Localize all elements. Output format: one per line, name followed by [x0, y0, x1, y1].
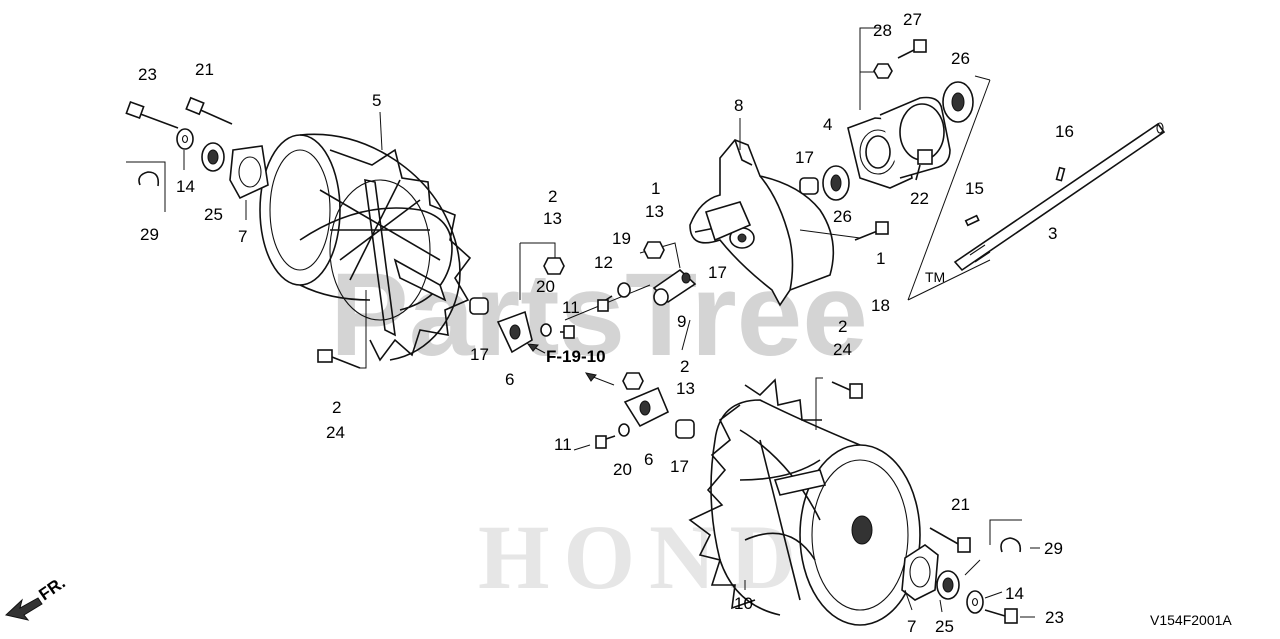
auger-housing-section [689, 118, 889, 307]
callout-28: 28 [873, 21, 892, 40]
callout-19: 19 [612, 229, 631, 248]
callout-25-left: 25 [204, 205, 223, 224]
callout-2-center: 2 [548, 187, 557, 206]
callout-13-upper: 13 [645, 202, 664, 221]
diagram-code: V154F2001A [1150, 612, 1232, 628]
callout-13-lower: 13 [676, 379, 695, 398]
callout-17-left: 17 [470, 345, 489, 364]
callout-22: 22 [910, 189, 929, 208]
callout-21-top-left: 21 [195, 60, 214, 79]
callout-14-right: 14 [1005, 584, 1024, 603]
front-direction-indicator: FR. [4, 573, 69, 621]
callout-20-lower: 20 [613, 460, 632, 479]
callout-1-right: 1 [876, 249, 885, 268]
callout-17-right: 17 [795, 148, 814, 167]
callout-5: 5 [372, 91, 381, 110]
leader-lines [183, 111, 1040, 618]
callout-20-upper: 20 [536, 277, 555, 296]
callout-17-lower: 17 [670, 457, 689, 476]
callout-21-right: 21 [951, 495, 970, 514]
center-lower-hardware [584, 372, 695, 449]
callout-29-right: 29 [1044, 539, 1063, 558]
left-auger [259, 133, 472, 362]
callout-14-left: 14 [176, 177, 195, 196]
callout-27: 27 [903, 10, 922, 29]
callout-11-upper: 11 [562, 298, 580, 317]
callout-7-left: 7 [238, 227, 247, 246]
callout-26-upper: 26 [951, 49, 970, 68]
callout-10: 10 [734, 594, 753, 613]
callout-1-center: 1 [651, 179, 660, 198]
callout-2-lower: 2 [680, 357, 689, 376]
callout-12: 12 [594, 253, 613, 272]
right-auger [688, 377, 921, 626]
callout-labels: 23 21 5 14 25 7 29 2 24 2 13 20 11 17 6 … [138, 10, 1232, 636]
callout-8: 8 [734, 96, 743, 115]
callout-26-lower: 26 [833, 207, 852, 226]
shaft-section [953, 122, 1166, 272]
callout-4: 4 [823, 115, 832, 134]
callout-17-center: 17 [708, 263, 727, 282]
callout-23-right: 23 [1045, 608, 1064, 627]
callout-23-top-left: 23 [138, 65, 157, 84]
callout-24-left-bolt: 24 [326, 423, 345, 442]
callout-3: 3 [1048, 224, 1057, 243]
callout-2-right-bolt: 2 [838, 317, 847, 336]
callout-7-right: 7 [907, 617, 916, 636]
front-indicator-label: FR. [35, 573, 68, 604]
gearbox-section [799, 27, 991, 301]
callout-9: 9 [677, 312, 686, 331]
callout-11-lower: 11 [554, 435, 572, 454]
callout-13-center: 13 [543, 209, 562, 228]
callout-2-left-bolt: 2 [332, 398, 341, 417]
center-hardware [469, 223, 727, 354]
left-hardware [125, 96, 367, 369]
callout-15: 15 [965, 179, 984, 198]
right-hardware [901, 519, 1022, 624]
callout-25-right: 25 [935, 617, 954, 636]
reference-F-19-10: F-19-10 [546, 347, 606, 366]
callout-6-lower: 6 [644, 450, 653, 469]
callout-29-left: 29 [140, 225, 159, 244]
callout-16: 16 [1055, 122, 1074, 141]
callout-24-right-bolt: 24 [833, 340, 852, 359]
callout-6-upper: 6 [505, 370, 514, 389]
callout-18: 18 [871, 296, 890, 315]
trademark-mark: TM [925, 269, 945, 285]
